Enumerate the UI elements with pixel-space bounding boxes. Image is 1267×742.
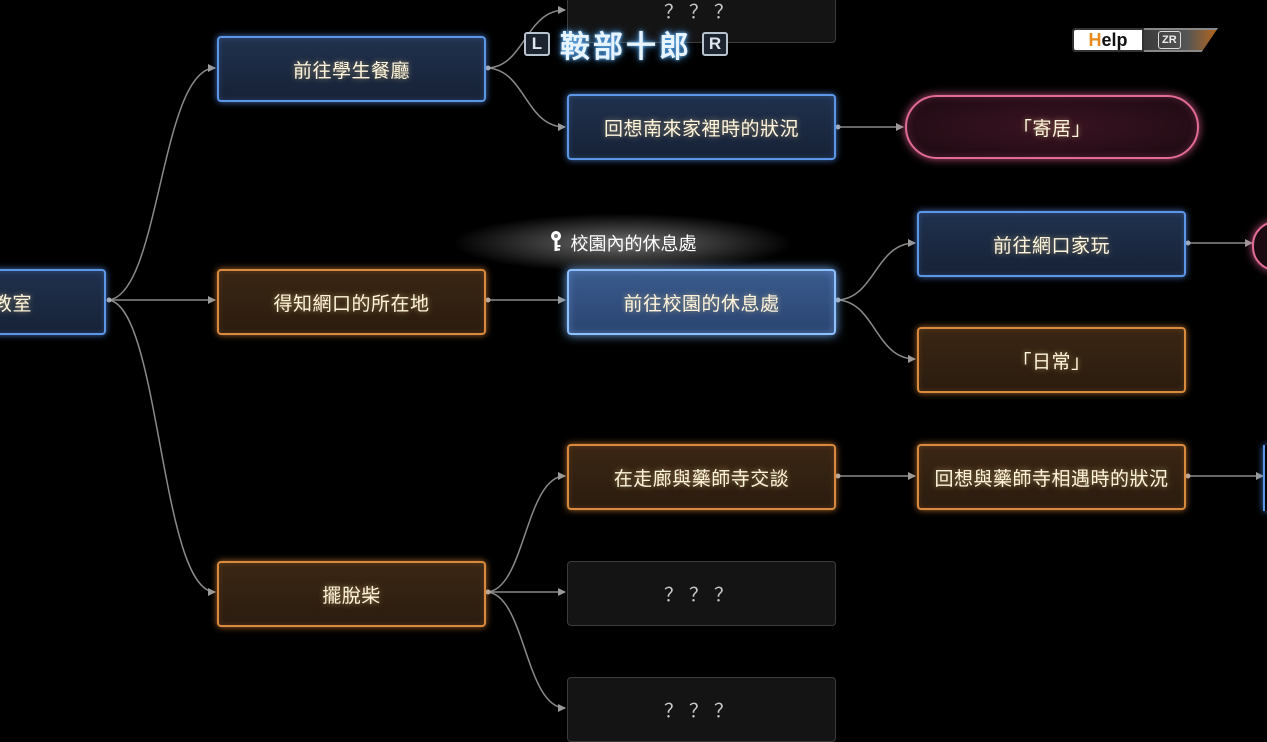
link-classroom-cafeteria xyxy=(106,64,216,301)
node-amiguchi-home[interactable]: 前往網口家玩 xyxy=(917,211,1186,277)
key-icon xyxy=(549,230,563,257)
node-label: ？？？ xyxy=(663,584,739,606)
node-ending-kikyo[interactable]: 「寄居」 xyxy=(905,95,1199,159)
link-cafeteria-recall xyxy=(485,67,566,131)
node-label: 前往學生餐廳 xyxy=(292,59,410,82)
node-daily[interactable]: 「日常」 xyxy=(917,327,1186,393)
character-header: L 鞍部十郎 R xyxy=(524,22,728,66)
node-label: 「寄居」 xyxy=(1012,117,1091,140)
node-label: 得知網口的所在地 xyxy=(273,292,430,315)
node-offscreen-right[interactable] xyxy=(1263,445,1267,511)
location-tooltip: 校園內的休息處 xyxy=(455,214,790,272)
r-button-icon[interactable]: R xyxy=(702,32,728,56)
node-recall-minami[interactable]: 回想南來家裡時的狀況 xyxy=(567,94,836,160)
node-locked-bottom[interactable]: ？？？ xyxy=(567,677,836,742)
node-classroom[interactable]: 教室 xyxy=(0,269,106,335)
node-learn-location[interactable]: 得知網口的所在地 xyxy=(217,269,486,335)
node-label: 教室 xyxy=(0,292,32,315)
node-label: 擺脫柴 xyxy=(322,584,381,607)
node-locked-top[interactable]: ？？？ xyxy=(567,0,836,43)
node-label: 回想南來家裡時的狀況 xyxy=(603,117,799,140)
node-label: 「日常」 xyxy=(1012,350,1091,373)
tooltip-text: 校園內的休息處 xyxy=(570,234,697,255)
node-label: ？？？ xyxy=(663,700,739,722)
link-shake-corridor xyxy=(485,472,566,593)
node-label: 前往校園的休息處 xyxy=(623,292,780,315)
node-shake-off[interactable]: 擺脫柴 xyxy=(217,561,486,627)
flowchart-links xyxy=(106,6,1264,712)
node-rest-area[interactable]: 前往校園的休息處 xyxy=(567,269,836,335)
node-corridor-talk[interactable]: 在走廊與藥師寺交談 xyxy=(567,444,836,510)
character-name: 鞍部十郎 xyxy=(560,30,692,65)
zr-button-icon: ZR xyxy=(1144,28,1218,52)
link-rest-daily xyxy=(835,299,916,363)
node-label: 在走廊與藥師寺交談 xyxy=(613,467,790,490)
link-classroom-shake xyxy=(106,299,216,596)
node-cafeteria[interactable]: 前往學生餐廳 xyxy=(217,36,486,102)
node-label: ？？？ xyxy=(663,1,739,23)
node-recall-yakushiji[interactable]: 回想與藥師寺相遇時的狀況 xyxy=(917,444,1186,510)
link-shake-bottom xyxy=(485,591,566,712)
link-rest-home xyxy=(835,239,916,301)
node-label: 回想與藥師寺相遇時的狀況 xyxy=(934,467,1169,490)
node-locked-mid[interactable]: ？？？ xyxy=(567,561,836,626)
l-button-icon[interactable]: L xyxy=(524,32,550,56)
node-label: 前往網口家玩 xyxy=(992,234,1110,257)
